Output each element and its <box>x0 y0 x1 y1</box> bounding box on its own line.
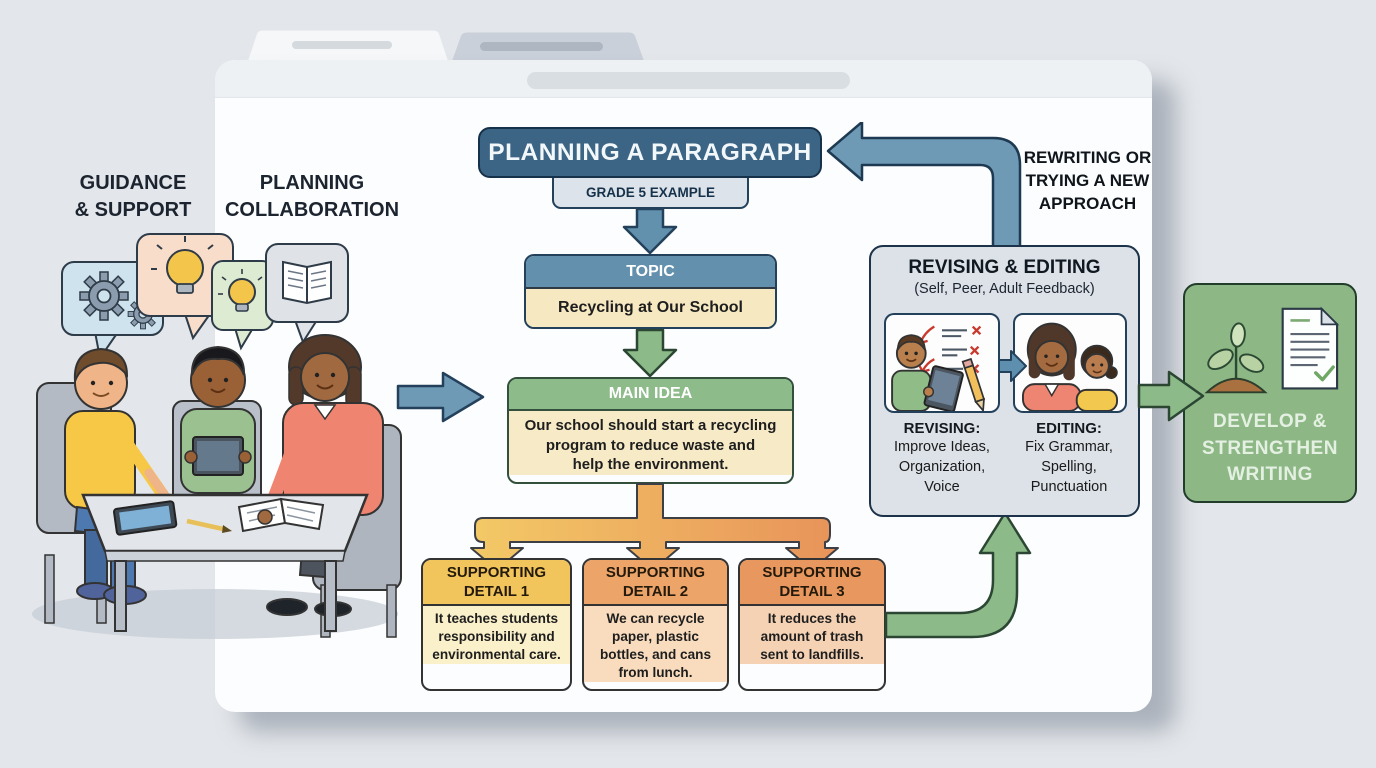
arrow-panel-to-develop <box>1137 370 1205 422</box>
browser-tabs-illustration <box>248 30 644 61</box>
title-box: PLANNING A PARAGRAPH <box>478 127 822 178</box>
idea-bubble <box>136 233 234 341</box>
supporting-detail-1-body: It teaches students responsibility and e… <box>423 606 570 664</box>
supporting-detail-1-header: SUPPORTING DETAIL 1 <box>423 560 570 606</box>
pencil <box>186 518 232 533</box>
supporting-detail-1-box: SUPPORTING DETAIL 1 It teaches students … <box>421 558 572 691</box>
revising-label: REVISING: <box>903 420 981 437</box>
title-label: PLANNING A PARAGRAPH <box>488 138 812 166</box>
guidance-support-label: GUIDANCE & SUPPORT <box>74 172 192 221</box>
students-teacher-table-illustration <box>32 334 402 639</box>
tab-title-pill <box>480 42 603 51</box>
url-bar <box>527 72 850 89</box>
editing-detail: Fix Grammar, Spelling, Punctuation <box>1025 439 1113 495</box>
lightbulb-icon <box>151 236 219 294</box>
grade-tag-label: GRADE 5 EXAMPLE <box>585 185 716 200</box>
lightbulb-icon <box>218 269 263 312</box>
student-green-shirt <box>180 345 256 494</box>
rewriting-label: REWRITING OR TRYING A NEW APPROACH <box>1023 148 1152 213</box>
editing-label: EDITING: <box>1036 420 1102 437</box>
open-notebook <box>237 497 325 533</box>
revising-detail: Improve Ideas, Organization, Voice <box>894 439 990 495</box>
arrow-revising-to-title <box>826 122 1022 250</box>
supporting-detail-2-body: We can recycle paper, plastic bottles, a… <box>584 606 727 682</box>
editing-picture-card <box>1013 313 1127 413</box>
arrow-title-to-topic <box>622 208 678 255</box>
supporting-detail-2-box: SUPPORTING DETAIL 2 We can recycle paper… <box>582 558 729 691</box>
main-idea-box: MAIN IDEA Our school should start a recy… <box>507 377 794 484</box>
develop-icons <box>1204 306 1340 394</box>
supporting-detail-3-header: SUPPORTING DETAIL 3 <box>740 560 884 606</box>
topic-header: TOPIC <box>526 256 775 289</box>
supporting-detail-3-box: SUPPORTING DETAIL 3 It reduces the amoun… <box>738 558 886 691</box>
gears-icon <box>79 271 159 330</box>
main-idea-body: Our school should start a recycling prog… <box>509 411 792 475</box>
develop-strengthen-label: DEVELOP & STRENGTHEN WRITING <box>1202 411 1338 485</box>
tablet-on-table <box>113 500 178 536</box>
student-tablet-checklist-illustration <box>891 325 986 411</box>
revising-column: REVISING: Improve Ideas, Organization, V… <box>876 420 1008 497</box>
topic-box: TOPIC Recycling at Our School <box>524 254 777 329</box>
arrow-details-to-revising <box>884 511 1032 639</box>
revising-editing-title: REVISING & EDITING <box>908 257 1101 278</box>
browser-toolbar <box>215 60 1152 98</box>
editing-column: EDITING: Fix Grammar, Spelling, Punctuat… <box>1003 420 1135 497</box>
arrow-topic-to-main-idea <box>622 329 678 378</box>
main-idea-header: MAIN IDEA <box>509 379 792 411</box>
develop-strengthen-box: DEVELOP & STRENGTHEN WRITING <box>1183 283 1357 503</box>
open-book-icon <box>282 260 332 305</box>
book-bubble <box>265 243 349 345</box>
supporting-detail-3-body: It reduces the amount of trash sent to l… <box>740 606 884 664</box>
revising-editing-subtitle: (Self, Peer, Adult Feedback) <box>914 281 1095 297</box>
topic-body: Recycling at Our School <box>526 289 775 327</box>
arrow-revising-to-editing <box>998 350 1027 382</box>
sprout-icon <box>1204 322 1268 394</box>
revising-picture-card <box>884 313 1000 413</box>
pencil-icon <box>961 357 986 411</box>
tab-title-pill <box>292 41 392 49</box>
document-check-icon <box>1281 306 1340 390</box>
teacher-and-student-illustration <box>1022 322 1118 411</box>
planning-collaboration-label: PLANNING COLLABORATION <box>224 172 400 221</box>
arrow-scene-to-flowchart <box>396 371 485 423</box>
supporting-detail-2-header: SUPPORTING DETAIL 2 <box>584 560 727 606</box>
